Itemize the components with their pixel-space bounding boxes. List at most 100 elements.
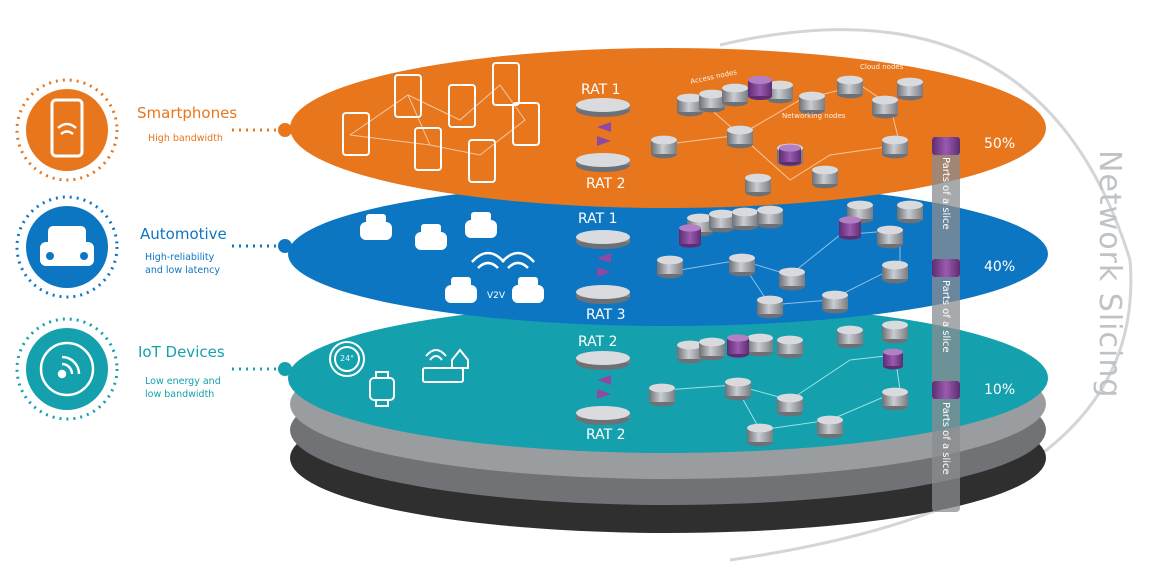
- cloud-nodes-label: Cloud nodes: [860, 63, 904, 71]
- layer3-rat-bottom: RAT 2: [586, 427, 626, 443]
- network-node-icon: [657, 255, 683, 279]
- use-case-icons: [15, 78, 292, 421]
- layer3-percent: 10%: [984, 382, 1016, 398]
- automotive-cars: [360, 212, 544, 303]
- car-icon: [360, 214, 392, 240]
- thermostat-icon: [329, 341, 365, 377]
- network-slicing-title: Network Slicing: [1092, 150, 1127, 399]
- rat-disk: [576, 285, 630, 299]
- network-node-icon: [837, 325, 863, 349]
- layer3-slice-label: Parts of a slice: [940, 402, 951, 475]
- network-node-icon: [822, 290, 848, 314]
- iot-icon-circle: [26, 328, 108, 410]
- wifi-signal-icon: [39, 341, 95, 397]
- layer2-rat-bottom: RAT 3: [586, 307, 626, 323]
- network-node-icon: [677, 340, 703, 364]
- car-icon: [465, 212, 497, 238]
- slice-node-icon: [839, 216, 861, 240]
- automotive-subtitle-line1: High-reliability: [145, 252, 215, 263]
- slice-marker-10: [932, 381, 960, 399]
- layer1-slice-label: Parts of a slice: [940, 157, 951, 230]
- left-arrow-icon: [597, 253, 611, 263]
- thermostat-temperature: 24°: [340, 354, 355, 363]
- router-icon: [422, 367, 464, 383]
- iot-subtitle-line2: low bandwidth: [145, 389, 215, 400]
- network-node-icon: [757, 205, 783, 229]
- network-node-icon: [747, 333, 773, 357]
- car-icon: [445, 277, 477, 303]
- network-node-icon: [709, 209, 735, 233]
- network-node-icon: [882, 320, 908, 344]
- network-node-icon: [677, 93, 703, 117]
- network-node-icon: [732, 207, 758, 231]
- slice-column: [932, 140, 960, 512]
- layer1-rat-bottom: RAT 2: [586, 176, 626, 192]
- car-icon: [512, 277, 544, 303]
- layer2-slice-label: Parts of a slice: [940, 280, 951, 353]
- slice-node-icon: [679, 224, 701, 248]
- phone-device-icon: [468, 139, 496, 183]
- iot-devices: [329, 341, 469, 407]
- network-node-icon: [747, 423, 773, 447]
- layer3-rat-top: RAT 2: [578, 334, 618, 350]
- home-icon: [451, 348, 469, 369]
- smartphones-title: Smartphones: [137, 104, 238, 122]
- automotive-icon-ring: [15, 195, 119, 299]
- right-arrow-icon: [597, 136, 611, 146]
- network-node-icon: [837, 75, 863, 99]
- phone-device-icon: [414, 127, 442, 171]
- slice-marker-50: [932, 137, 960, 155]
- network-nodes: [649, 75, 923, 447]
- rat-disk: [576, 98, 630, 112]
- network-node-icon: [897, 200, 923, 224]
- smartphone-devices: [342, 62, 540, 183]
- automotive-title: Automotive: [140, 225, 227, 243]
- network-node-icon: [882, 260, 908, 284]
- slice-node-icon: [727, 334, 749, 358]
- wifi-signal-icon: [425, 349, 447, 361]
- smartphone-wifi-icon: [50, 98, 84, 158]
- iot-subtitle-line1: Low energy and: [145, 376, 221, 387]
- rat-disk: [576, 351, 630, 365]
- smartphones-icon-ring: [15, 78, 119, 182]
- network-node-icon: [777, 393, 803, 417]
- layer1-rat-top: RAT 1: [581, 82, 621, 98]
- network-node-icon: [757, 295, 783, 319]
- network-node-icon: [779, 267, 805, 291]
- layer2-percent: 40%: [984, 259, 1016, 275]
- automotive-subtitle-line2: and low latency: [145, 265, 221, 276]
- left-arrow-icon: [597, 122, 611, 132]
- slice-node-icon: [883, 348, 903, 370]
- network-node-icon: [651, 135, 677, 159]
- network-node-icon: [725, 377, 751, 401]
- car-icon: [415, 224, 447, 250]
- network-node-icon: [777, 335, 803, 359]
- phone-device-icon: [492, 62, 520, 106]
- network-node-icon: [877, 225, 903, 249]
- network-node-icon: [699, 89, 725, 113]
- network-node-icon: [817, 415, 843, 439]
- left-arrow-icon: [597, 375, 611, 385]
- rat-disk: [576, 230, 630, 244]
- rat-elements: [576, 98, 630, 425]
- phone-device-icon: [512, 102, 540, 146]
- slice-node-icon: [779, 144, 801, 166]
- layer2-rat-top: RAT 1: [578, 211, 618, 227]
- network-node-icon: [882, 387, 908, 411]
- smartwatch-icon: [369, 377, 395, 401]
- network-node-icon: [649, 383, 675, 407]
- network-node-icon: [727, 125, 753, 149]
- phone-device-icon: [448, 84, 476, 128]
- network-node-icon: [897, 77, 923, 101]
- network-node-icon: [745, 173, 771, 197]
- right-arrow-icon: [597, 267, 611, 277]
- networking-nodes-label: Networking nodes: [782, 112, 846, 120]
- iot-icon-ring: [15, 317, 119, 421]
- slice-node-icon: [748, 76, 772, 100]
- network-node-icon: [872, 95, 898, 119]
- layer1-percent: 50%: [984, 136, 1016, 152]
- right-arrow-icon: [597, 389, 611, 399]
- smartphones-subtitle: High bandwidth: [148, 133, 223, 144]
- network-node-icon: [699, 337, 725, 361]
